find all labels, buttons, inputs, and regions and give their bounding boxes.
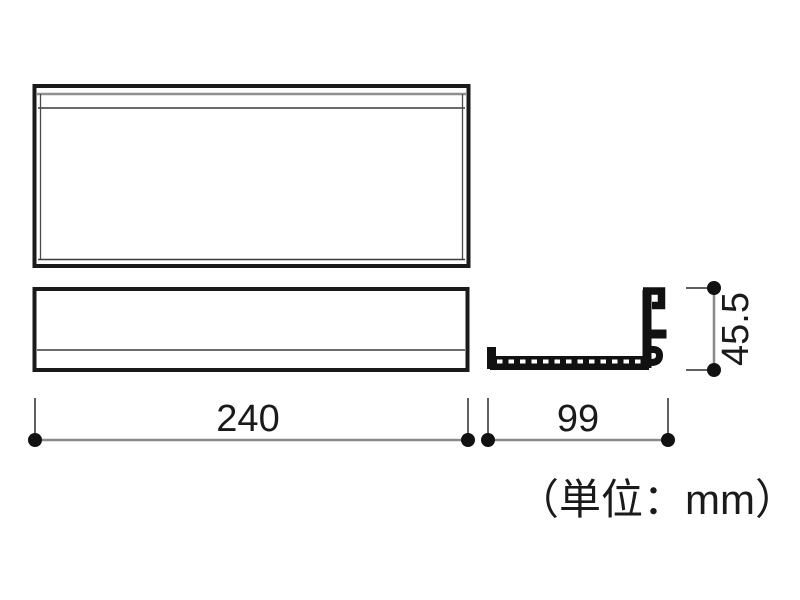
profile-top-hook [643, 287, 666, 310]
dim-45-dot-bottom [707, 363, 721, 377]
dim-45-dot-top [707, 281, 721, 295]
dim-99-dot-right [661, 433, 675, 447]
dimension-depth: 99 [481, 398, 675, 447]
front-view [32, 287, 470, 372]
front-view-outline [32, 287, 470, 372]
top-view [32, 84, 471, 268]
dimension-height: 45.5 [686, 281, 757, 377]
profile-bottom-bulge [643, 338, 663, 366]
dim-240-dot-right [461, 433, 475, 447]
dimension-width: 240 [28, 398, 475, 447]
dim-45-label: 45.5 [715, 292, 757, 366]
dim-240-label: 240 [216, 398, 279, 440]
side-section-view [487, 287, 667, 370]
top-view-outline [32, 84, 471, 268]
unit-note: （単位：mm） [517, 476, 797, 523]
dim-240-dot-left [28, 433, 42, 447]
dim-99-dot-left [481, 433, 495, 447]
dim-99-label: 99 [557, 398, 599, 440]
